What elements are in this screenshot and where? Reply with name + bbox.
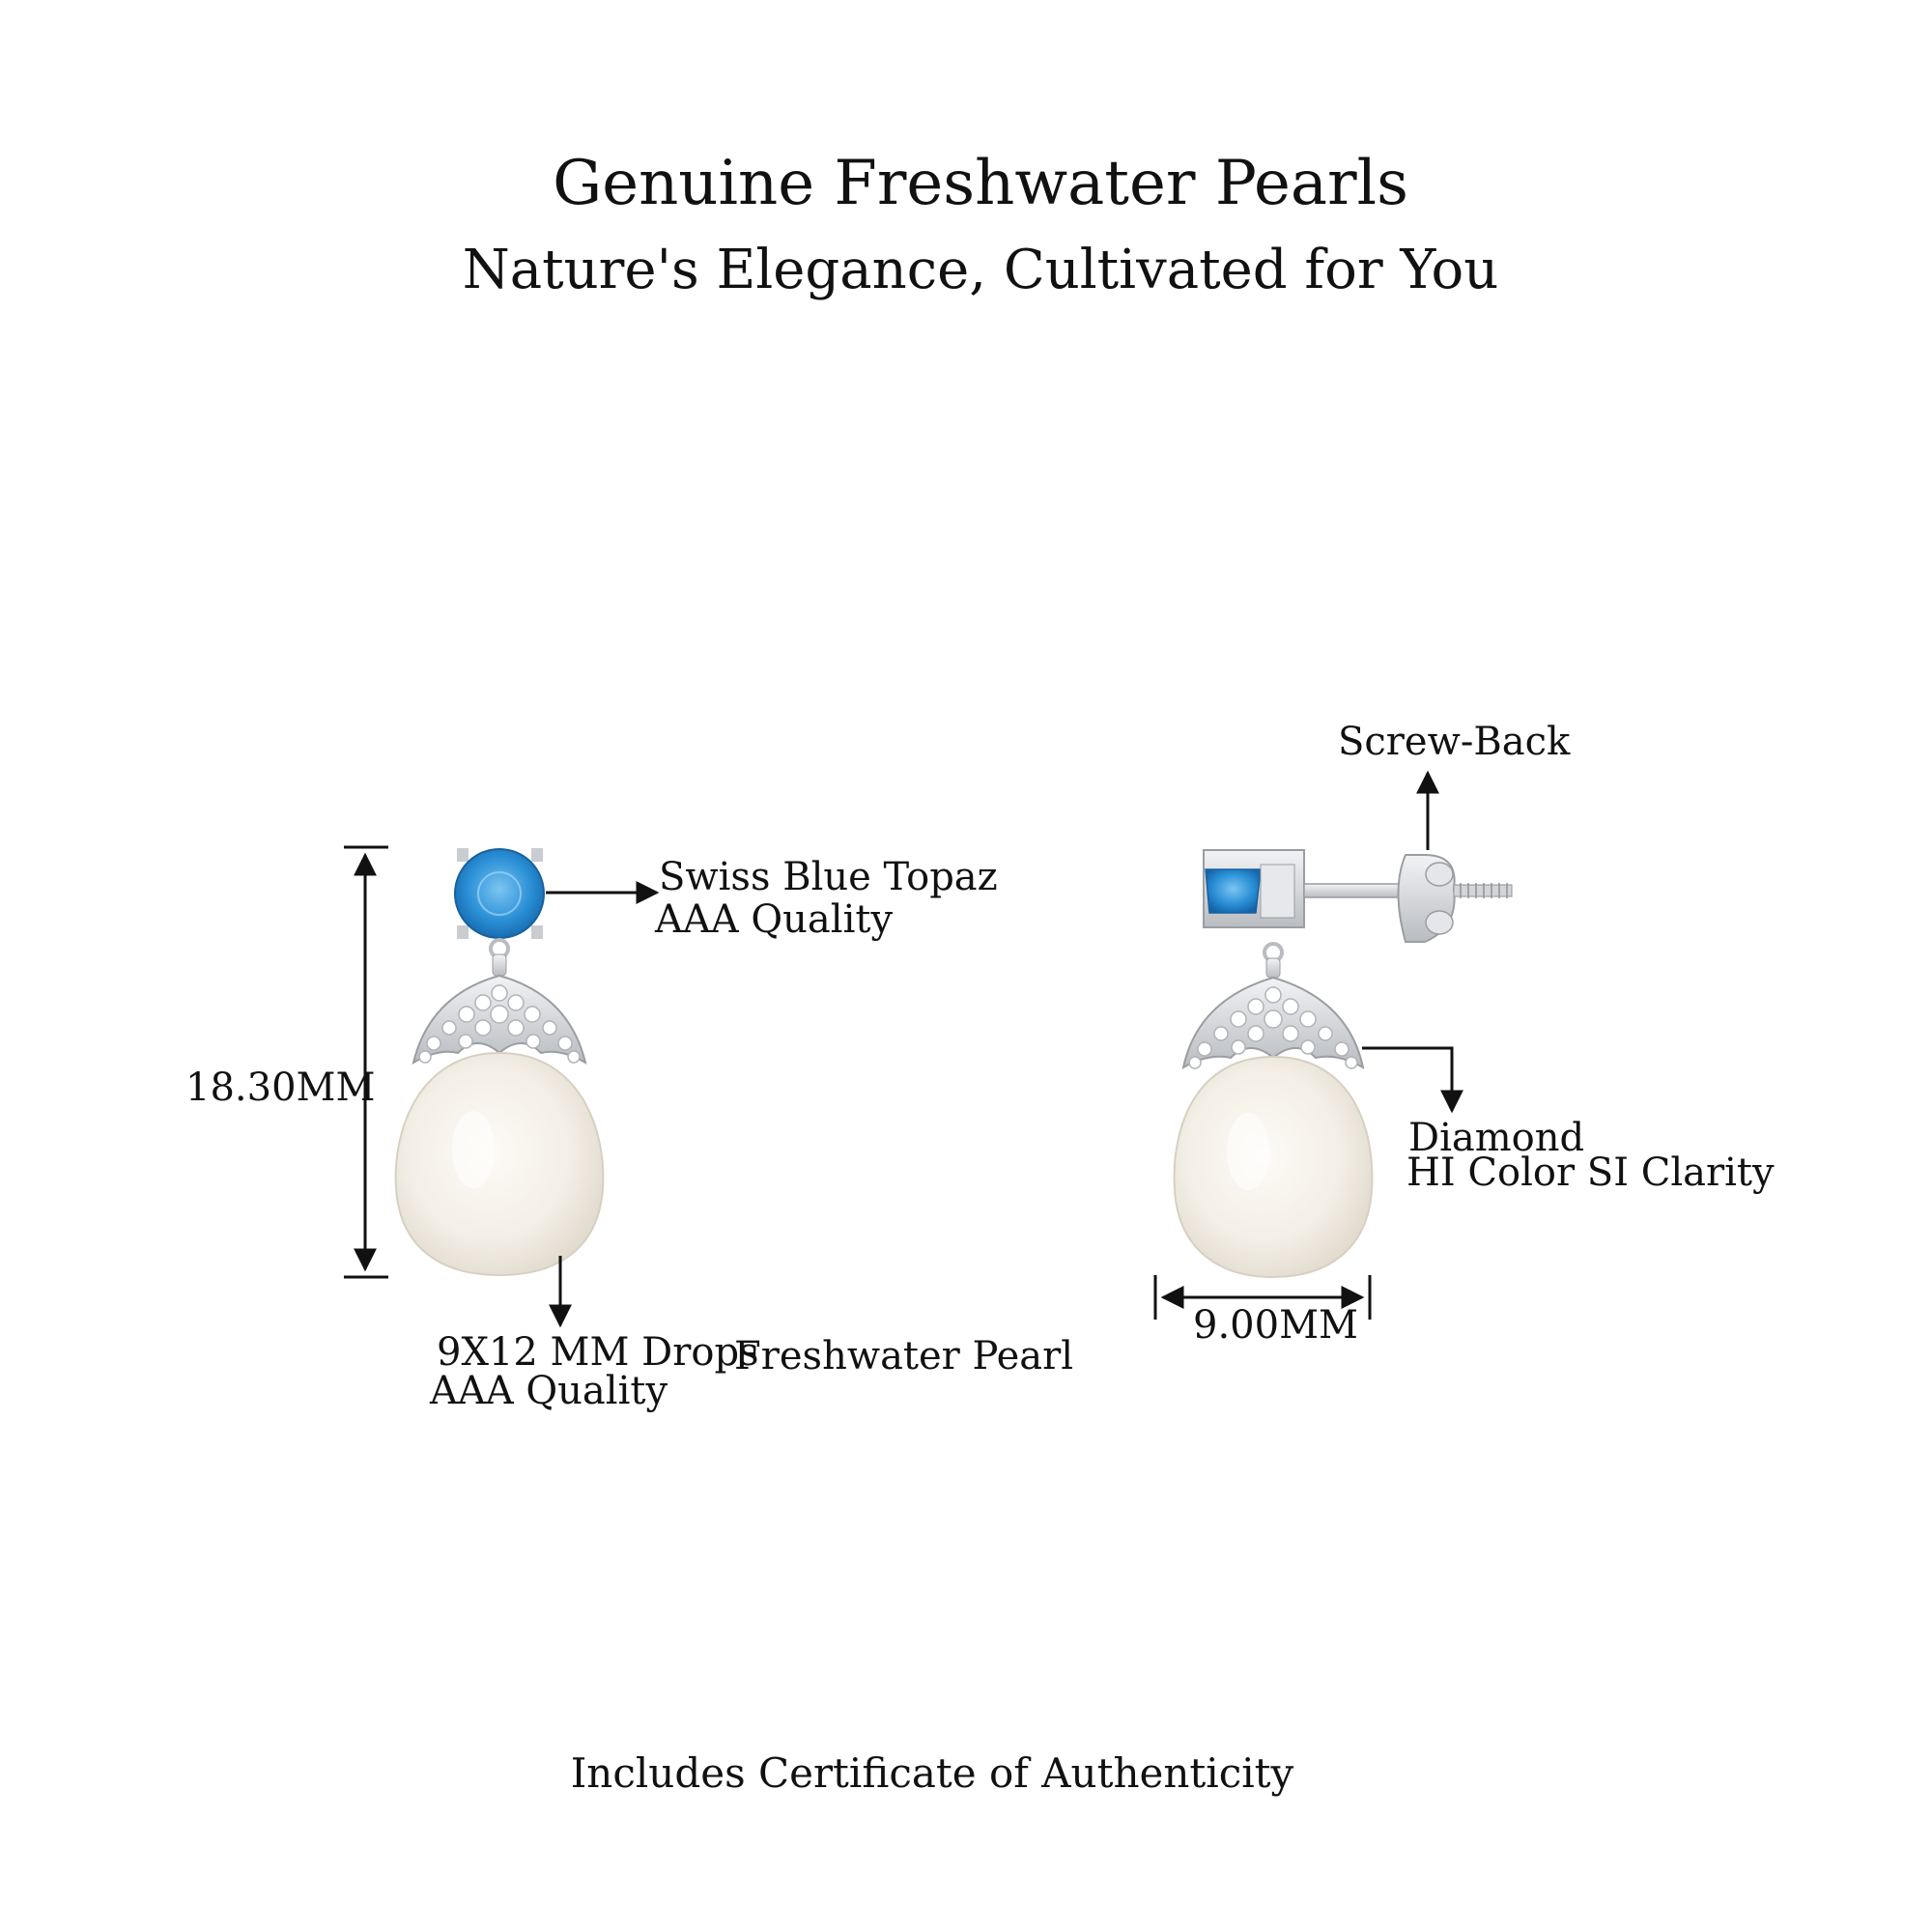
freshwater-pearl <box>394 1051 605 1277</box>
gem-label-quality: AAA Quality <box>655 897 894 942</box>
height-label: 18.30MM <box>185 1065 376 1110</box>
page-subtitle: Nature's Elegance, Cultivated for You <box>462 239 1499 301</box>
diamond-pointer-arrow <box>1362 1046 1463 1114</box>
pearl-quality-label: AAA Quality <box>430 1369 668 1413</box>
earring-post <box>1303 883 1411 898</box>
diamond-label: Diamond <box>1408 1116 1585 1160</box>
side-topaz-gem <box>1205 868 1262 914</box>
prong <box>457 848 469 862</box>
width-dimension <box>1153 1275 1372 1320</box>
prong <box>457 925 469 939</box>
page-title: Genuine Freshwater Pearls <box>553 148 1408 219</box>
threaded-post <box>1453 884 1513 897</box>
diamond-quality-label: HI Color SI Clarity <box>1406 1151 1775 1195</box>
pave-diamonds <box>418 984 581 1064</box>
swiss-blue-topaz-gem <box>454 848 545 939</box>
prong <box>531 925 543 939</box>
pearl-size-label: 9X12 MM Drops <box>437 1330 759 1375</box>
prong <box>531 848 543 862</box>
side-pave-diamonds <box>1188 986 1358 1069</box>
certificate-note: Includes Certificate of Authenticity <box>570 1749 1294 1797</box>
side-earring <box>1173 849 1513 1279</box>
height-dimension <box>344 845 388 1279</box>
side-freshwater-pearl <box>1173 1055 1374 1279</box>
gem-label-name: Swiss Blue Topaz <box>659 855 998 899</box>
screw-back-label: Screw-Back <box>1338 720 1571 764</box>
pearl-type-label: Freshwater Pearl <box>734 1334 1074 1378</box>
width-label: 9.00MM <box>1193 1303 1358 1348</box>
front-earring <box>394 848 605 1277</box>
